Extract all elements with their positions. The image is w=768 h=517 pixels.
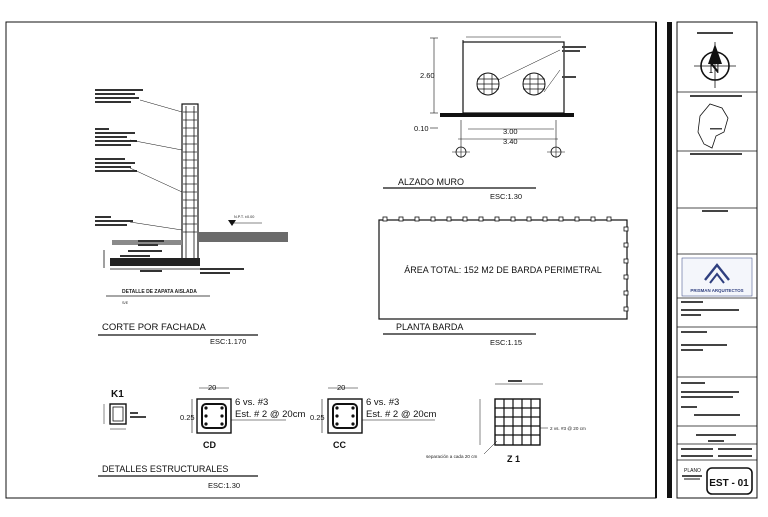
- corte-fachada-scale: ESC:1.170: [210, 337, 246, 346]
- annotation-group-2: [95, 128, 183, 151]
- annotation-group-1: [95, 89, 183, 113]
- wall-ties: [183, 111, 197, 233]
- vent-left: [476, 72, 500, 96]
- title-block-frame: [676, 21, 758, 499]
- wall-elevation: [462, 41, 565, 114]
- detalles-title: DETALLES ESTRUCTURALES: [102, 464, 228, 474]
- detalles-section: K1 20 0.25 CD 6 vs. #3 Est. # 2 @ 20cm: [98, 380, 586, 490]
- alzado-height: 2.60: [420, 71, 435, 80]
- soil-hatch-left: [112, 240, 182, 245]
- alzado-scale: ESC:1.30: [490, 192, 522, 201]
- annotation-group-3: [95, 158, 183, 193]
- cd-bars: 6 vs. #3: [235, 397, 268, 408]
- detalles-scale: ESC:1.30: [208, 481, 240, 490]
- alzado-muro-section: 2.60 0.10 3.00 3.40 ALZADO MURO ESC:1.30: [383, 36, 586, 201]
- vent-right: [522, 72, 546, 96]
- dim-inner: 3.00: [503, 127, 518, 136]
- corte-fachada-section: N.P.T. ±0.00 DETALLE DE ZAPATA AISLADA S…: [95, 89, 288, 346]
- plano-label: PLANO: [684, 468, 701, 474]
- cc-stirrups: Est. # 2 @ 20cm: [366, 409, 436, 420]
- z1-detail: 2 vs. #3 @ 20 cm separación a cada 20 cm…: [426, 380, 586, 464]
- cd-height: 0.25: [180, 413, 195, 422]
- z1-bars-note: 2 vs. #3 @ 20 cm: [550, 426, 586, 431]
- k1-detail: [103, 403, 146, 430]
- location-map: [697, 103, 729, 149]
- title-block-text-rows: [681, 301, 752, 457]
- north-letter: N: [709, 61, 720, 77]
- axis-marker-left: [452, 120, 470, 158]
- wall-base: [440, 113, 574, 117]
- cc-height: 0.25: [310, 413, 325, 422]
- annotation-group-4: [95, 216, 183, 231]
- npt-label: N.P.T. ±0.00: [234, 215, 254, 219]
- cd-width: 20: [208, 383, 216, 392]
- cc-label: CC: [333, 440, 346, 450]
- title-block: N PRISMAN ARQUITECTOS: [677, 32, 757, 495]
- corte-fachada-title: CORTE POR FACHADA: [102, 322, 206, 333]
- barda-area-text: ÁREA TOTAL: 152 M2 DE BARDA PERIMETRAL: [404, 265, 602, 275]
- k1-label: K1: [111, 389, 124, 400]
- barda-columns: [382, 216, 629, 312]
- cd-detail: 20 0.25 CD 6 vs. #3 Est. # 2 @ 20cm: [180, 383, 305, 450]
- alzado-base: 0.10: [414, 124, 429, 133]
- barda-outline: [378, 219, 628, 320]
- planta-scale: ESC:1.15: [490, 338, 522, 347]
- plano-code: EST - 01: [709, 478, 749, 489]
- cd-stirrups: Est. # 2 @ 20cm: [235, 409, 305, 420]
- north-arrow-icon: N: [694, 32, 736, 88]
- cc-bars: 6 vs. #3: [366, 397, 399, 408]
- cd-label: CD: [203, 440, 216, 450]
- zapata-title: DETALLE DE ZAPATA AISLADA: [122, 289, 197, 295]
- firm-logo: PRISMAN ARQUITECTOS: [681, 257, 753, 297]
- planta-title: PLANTA BARDA: [396, 322, 463, 332]
- plano-code-box: [706, 467, 753, 495]
- z1-label: Z 1: [507, 454, 520, 464]
- cc-width: 20: [337, 383, 345, 392]
- z1-sep-note: separación a cada 20 cm: [426, 454, 478, 459]
- title-block-bar: [667, 22, 672, 498]
- soil-hatch-right: [198, 232, 288, 242]
- alzado-title: ALZADO MURO: [398, 177, 464, 187]
- footing: [110, 258, 200, 266]
- cc-detail: 20 0.25 CC 6 vs. #3 Est. # 2 @ 20cm: [310, 383, 436, 450]
- firm-name: PRISMAN ARQUITECTOS: [690, 288, 743, 293]
- annotation-group-5: [120, 240, 244, 274]
- zapata-subtitle: S/E: [122, 301, 129, 305]
- axis-marker-right: [547, 120, 565, 158]
- planta-barda-section: ÁREA TOTAL: 152 M2 DE BARDA PERIMETRAL P…: [378, 216, 629, 347]
- dim-outer: 3.40: [503, 137, 518, 146]
